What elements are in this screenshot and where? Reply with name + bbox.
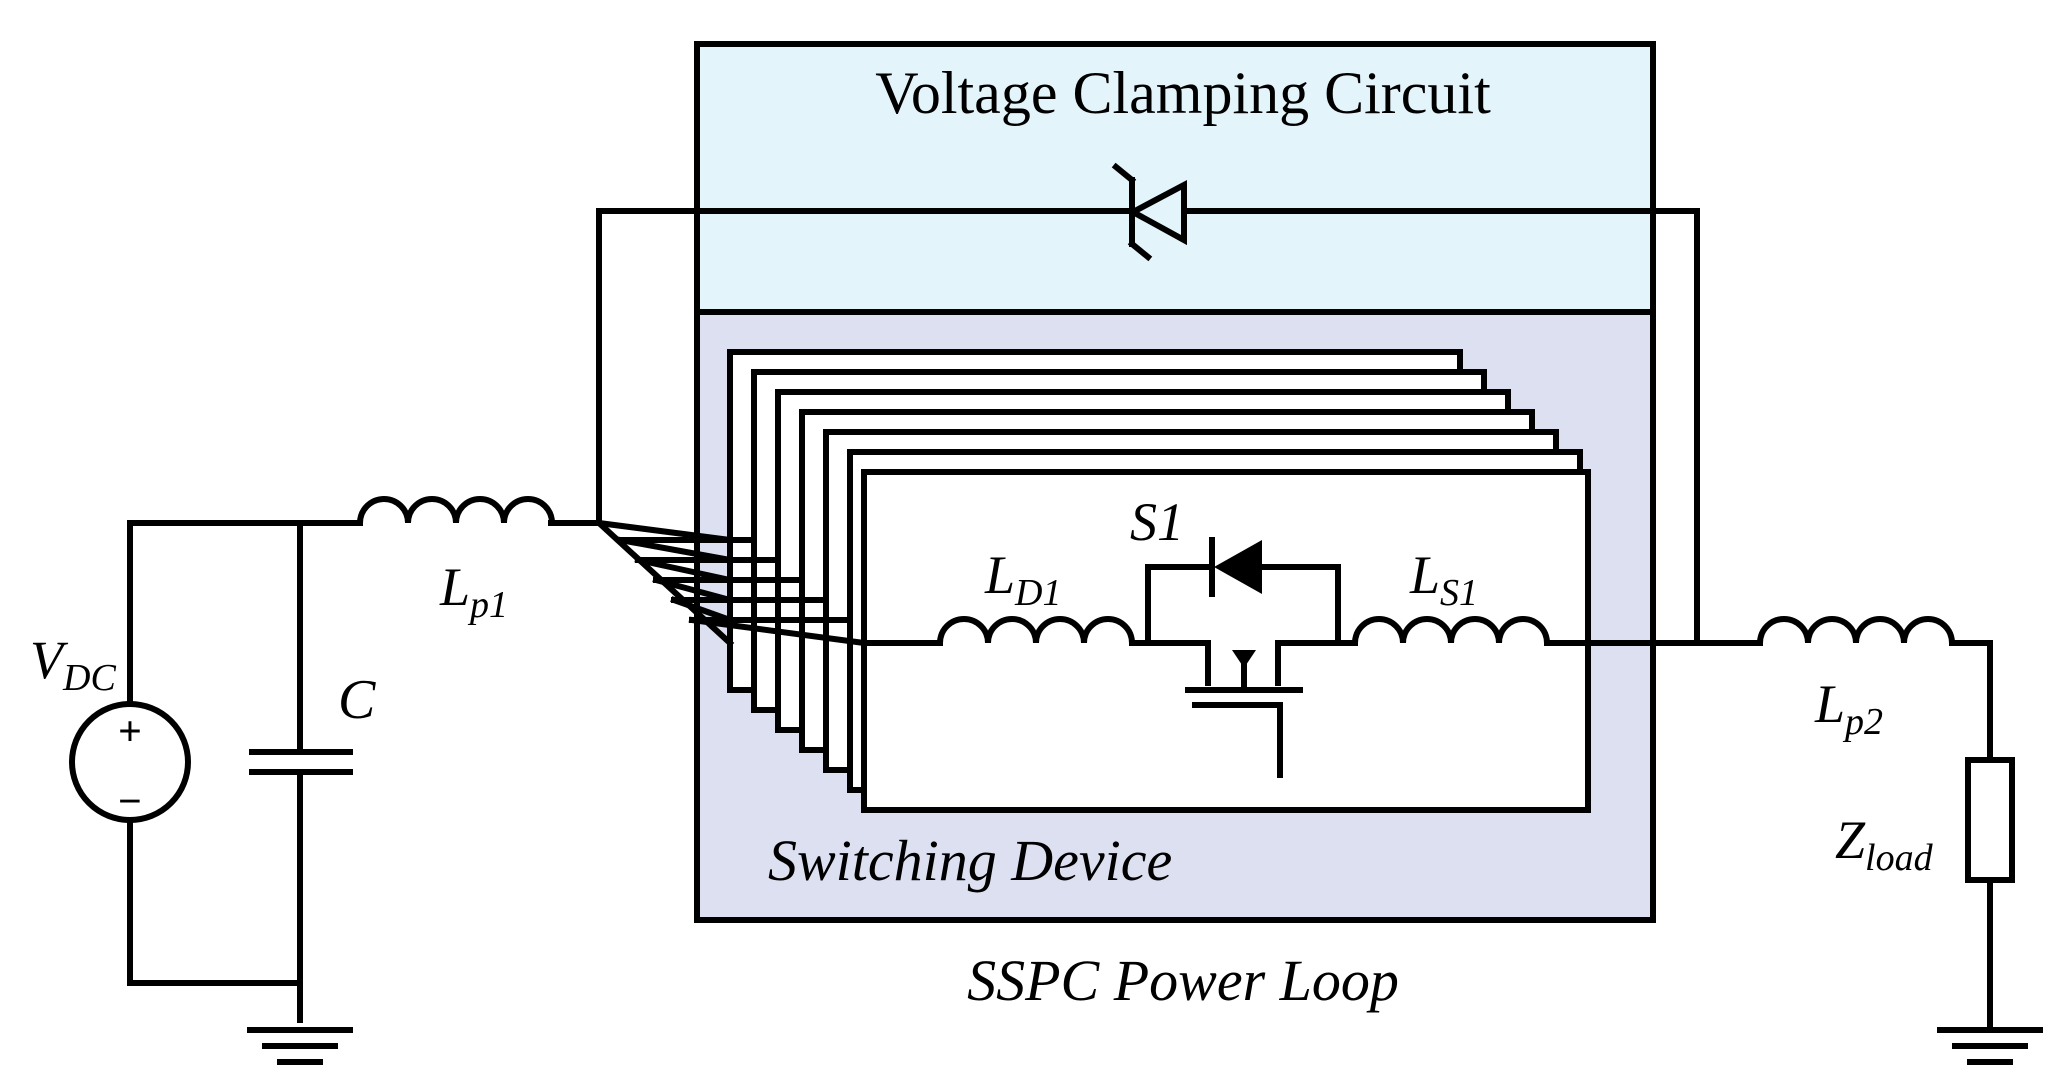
- capacitor-icon: [249, 749, 353, 775]
- source-label: VDC: [30, 630, 116, 699]
- sspc-power-loop-label: SSPC Power Loop: [967, 948, 1399, 1013]
- ld1-label: LD1: [984, 545, 1062, 614]
- inductor-ld1-icon: [936, 616, 1136, 647]
- source-plus: +: [118, 709, 142, 755]
- clamp-title: Voltage Clamping Circuit: [875, 60, 1491, 126]
- ground-icon: [1937, 1027, 2043, 1065]
- body-diode-icon: [1209, 537, 1262, 597]
- switching-device-label: Switching Device: [768, 828, 1172, 893]
- inductor-lp2-icon: [1756, 616, 1956, 647]
- voltage-clamping-circuit: Voltage Clamping Circuit: [694, 41, 1656, 315]
- clamp-wiring: [596, 162, 1700, 646]
- clamp-wire-left: [596, 208, 1131, 526]
- source-bottom-wire: [127, 817, 303, 986]
- output-section: Lp2 Zload: [1585, 616, 2043, 1065]
- switch-card-front: [861, 469, 1591, 813]
- clamp-box: [694, 41, 1656, 315]
- ground-icon: [247, 1027, 353, 1065]
- capacitor-label: C: [338, 669, 376, 731]
- load-icon: [1965, 757, 2015, 883]
- source-minus: −: [118, 779, 142, 825]
- mosfet-icon: [1145, 640, 1341, 778]
- switch-cell-circuit: LD1 S1 LS1: [861, 492, 1591, 778]
- tvs-diode-icon: [1111, 162, 1187, 262]
- clamp-wire-right: [1181, 208, 1700, 646]
- inductor-lp1-icon: [356, 496, 556, 527]
- voltage-source-icon: [69, 701, 191, 823]
- ls1-label: LS1: [1409, 545, 1478, 614]
- lp1-label: Lp1: [439, 557, 508, 626]
- parallel-fanout: [548, 518, 868, 648]
- dc-source-section: + − VDC C: [30, 520, 376, 1065]
- s1-label: S1: [1130, 492, 1184, 552]
- load-label: Zload: [1835, 810, 1934, 879]
- lp2-label: Lp2: [1814, 674, 1883, 743]
